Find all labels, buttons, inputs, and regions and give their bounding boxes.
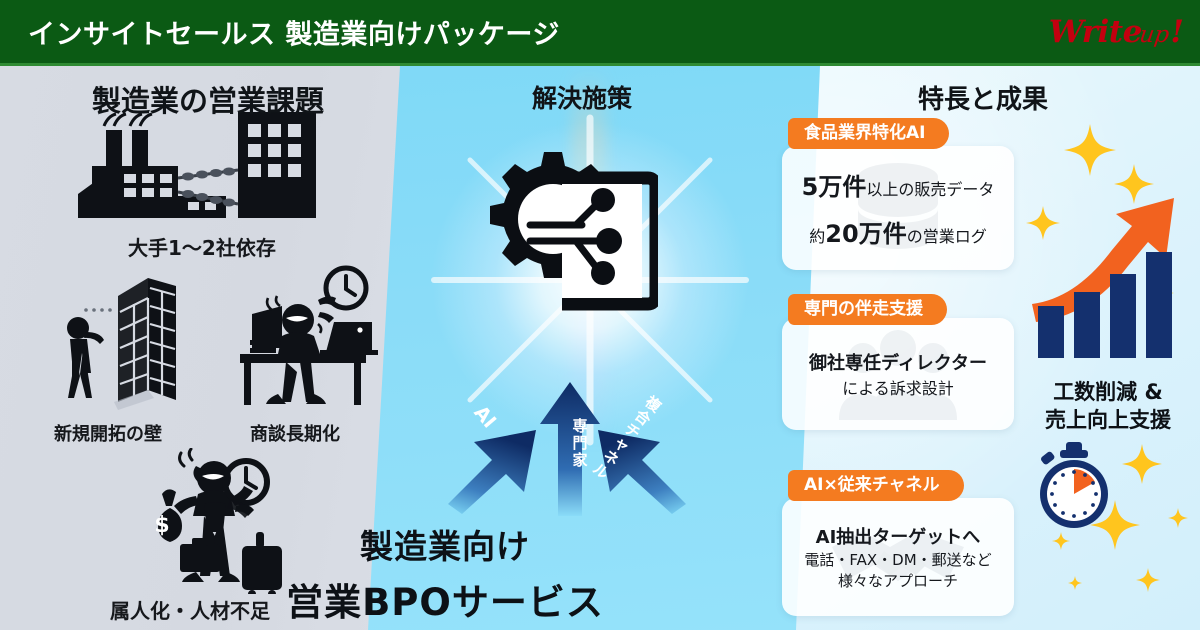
left-item-label-3: 属人化・人材不足 bbox=[110, 599, 270, 623]
page-header: インサイトセールス 製造業向けパッケージ Write up ! bbox=[0, 0, 1200, 66]
feature-card-1: 御社専任ディレクター による訴求設計 bbox=[782, 318, 1014, 430]
arrow-label-expert: 専門家 bbox=[572, 417, 588, 469]
left-item-label-2: 商談長期化 bbox=[250, 424, 340, 445]
logo-text-write: Write bbox=[1048, 13, 1143, 50]
feature-card-0-body: 5万件 以上の販売データ 約 20万件 の営業ログ bbox=[782, 146, 1014, 270]
right-column-heading: 特長と成果 bbox=[918, 85, 1049, 115]
card2-line2: 様々なアプローチ bbox=[838, 570, 958, 591]
card1-line0-strong: 御社専任ディレクター bbox=[808, 353, 988, 374]
three-upward-arrows-icon bbox=[448, 382, 686, 516]
card1-line1-normal: による訴求設計 bbox=[842, 379, 954, 398]
person-facing-wall-icon bbox=[67, 278, 176, 410]
card2-line2-normal: 様々なアプローチ bbox=[837, 572, 958, 590]
stopwatch-icon bbox=[1040, 442, 1108, 528]
overworked-salesperson-icon: $ bbox=[154, 448, 282, 594]
card2-line0: AI抽出ターゲットへ bbox=[816, 523, 981, 549]
card0-line1-normal: の営業ログ bbox=[906, 227, 987, 246]
left-column-heading: 製造業の営業課題 bbox=[92, 84, 325, 118]
rising-bar-chart-with-arrow-icon bbox=[1032, 198, 1174, 358]
gear-circuit-icon bbox=[490, 152, 658, 311]
card0-line1: 約 20万件 の営業ログ bbox=[809, 214, 986, 249]
left-item-label-1: 新規開拓の壁 bbox=[54, 424, 162, 445]
card-badge-1: 専門の伴走支援 bbox=[788, 294, 947, 325]
card2-line0-strong: AI抽出ターゲットへ bbox=[815, 527, 981, 548]
card2-line1: 電話・FAX・DM・郵送など bbox=[804, 549, 991, 570]
svg-text:$: $ bbox=[154, 513, 169, 538]
left-item-label-0: 大手1〜2社依存 bbox=[128, 236, 276, 260]
tired-person-at-desk-icon bbox=[240, 265, 378, 405]
card-badge-2: AI×従来チャネル bbox=[788, 470, 964, 501]
card-badge-0: 食品業界特化AI bbox=[788, 118, 950, 149]
card1-line1: による訴求設計 bbox=[842, 375, 954, 399]
card0-line0: 5万件 以上の販売データ bbox=[802, 167, 995, 202]
factory-chained-to-office-icon bbox=[78, 112, 316, 218]
growth-caption-line2: 売上向上支援 bbox=[1045, 408, 1171, 432]
card2-line1-normal: 電話・FAX・DM・郵送など bbox=[804, 551, 992, 569]
growth-caption: 工数削減 & 売上向上支援 bbox=[1020, 378, 1196, 434]
logo-text-exclamation: ! bbox=[1170, 13, 1184, 50]
card1-line0: 御社専任ディレクター bbox=[809, 349, 987, 375]
feature-card-2-body: AI抽出ターゲットへ 電話・FAX・DM・郵送など 様々なアプローチ bbox=[782, 498, 1014, 616]
feature-card-1-body: 御社専任ディレクター による訴求設計 bbox=[782, 318, 1014, 430]
brand-logo[interactable]: Write up ! bbox=[1049, 14, 1184, 50]
card0-line1-strong: 20万件 bbox=[825, 220, 907, 248]
page-title: インサイトセールス 製造業向けパッケージ bbox=[28, 19, 560, 50]
logo-text-up: up bbox=[1137, 21, 1171, 48]
feature-card-0: 5万件 以上の販売データ 約 20万件 の営業ログ bbox=[782, 146, 1014, 270]
middle-column-heading: 解決施策 bbox=[532, 84, 633, 113]
feature-card-2: AI抽出ターゲットへ 電話・FAX・DM・郵送など 様々なアプローチ bbox=[782, 498, 1014, 616]
growth-caption-line1: 工数削減 & bbox=[1053, 380, 1163, 404]
card0-line0-normal: 以上の販売データ bbox=[866, 180, 995, 199]
card0-line0-strong: 5万件 bbox=[801, 173, 867, 201]
card0-line1-pre: 約 bbox=[809, 227, 826, 246]
